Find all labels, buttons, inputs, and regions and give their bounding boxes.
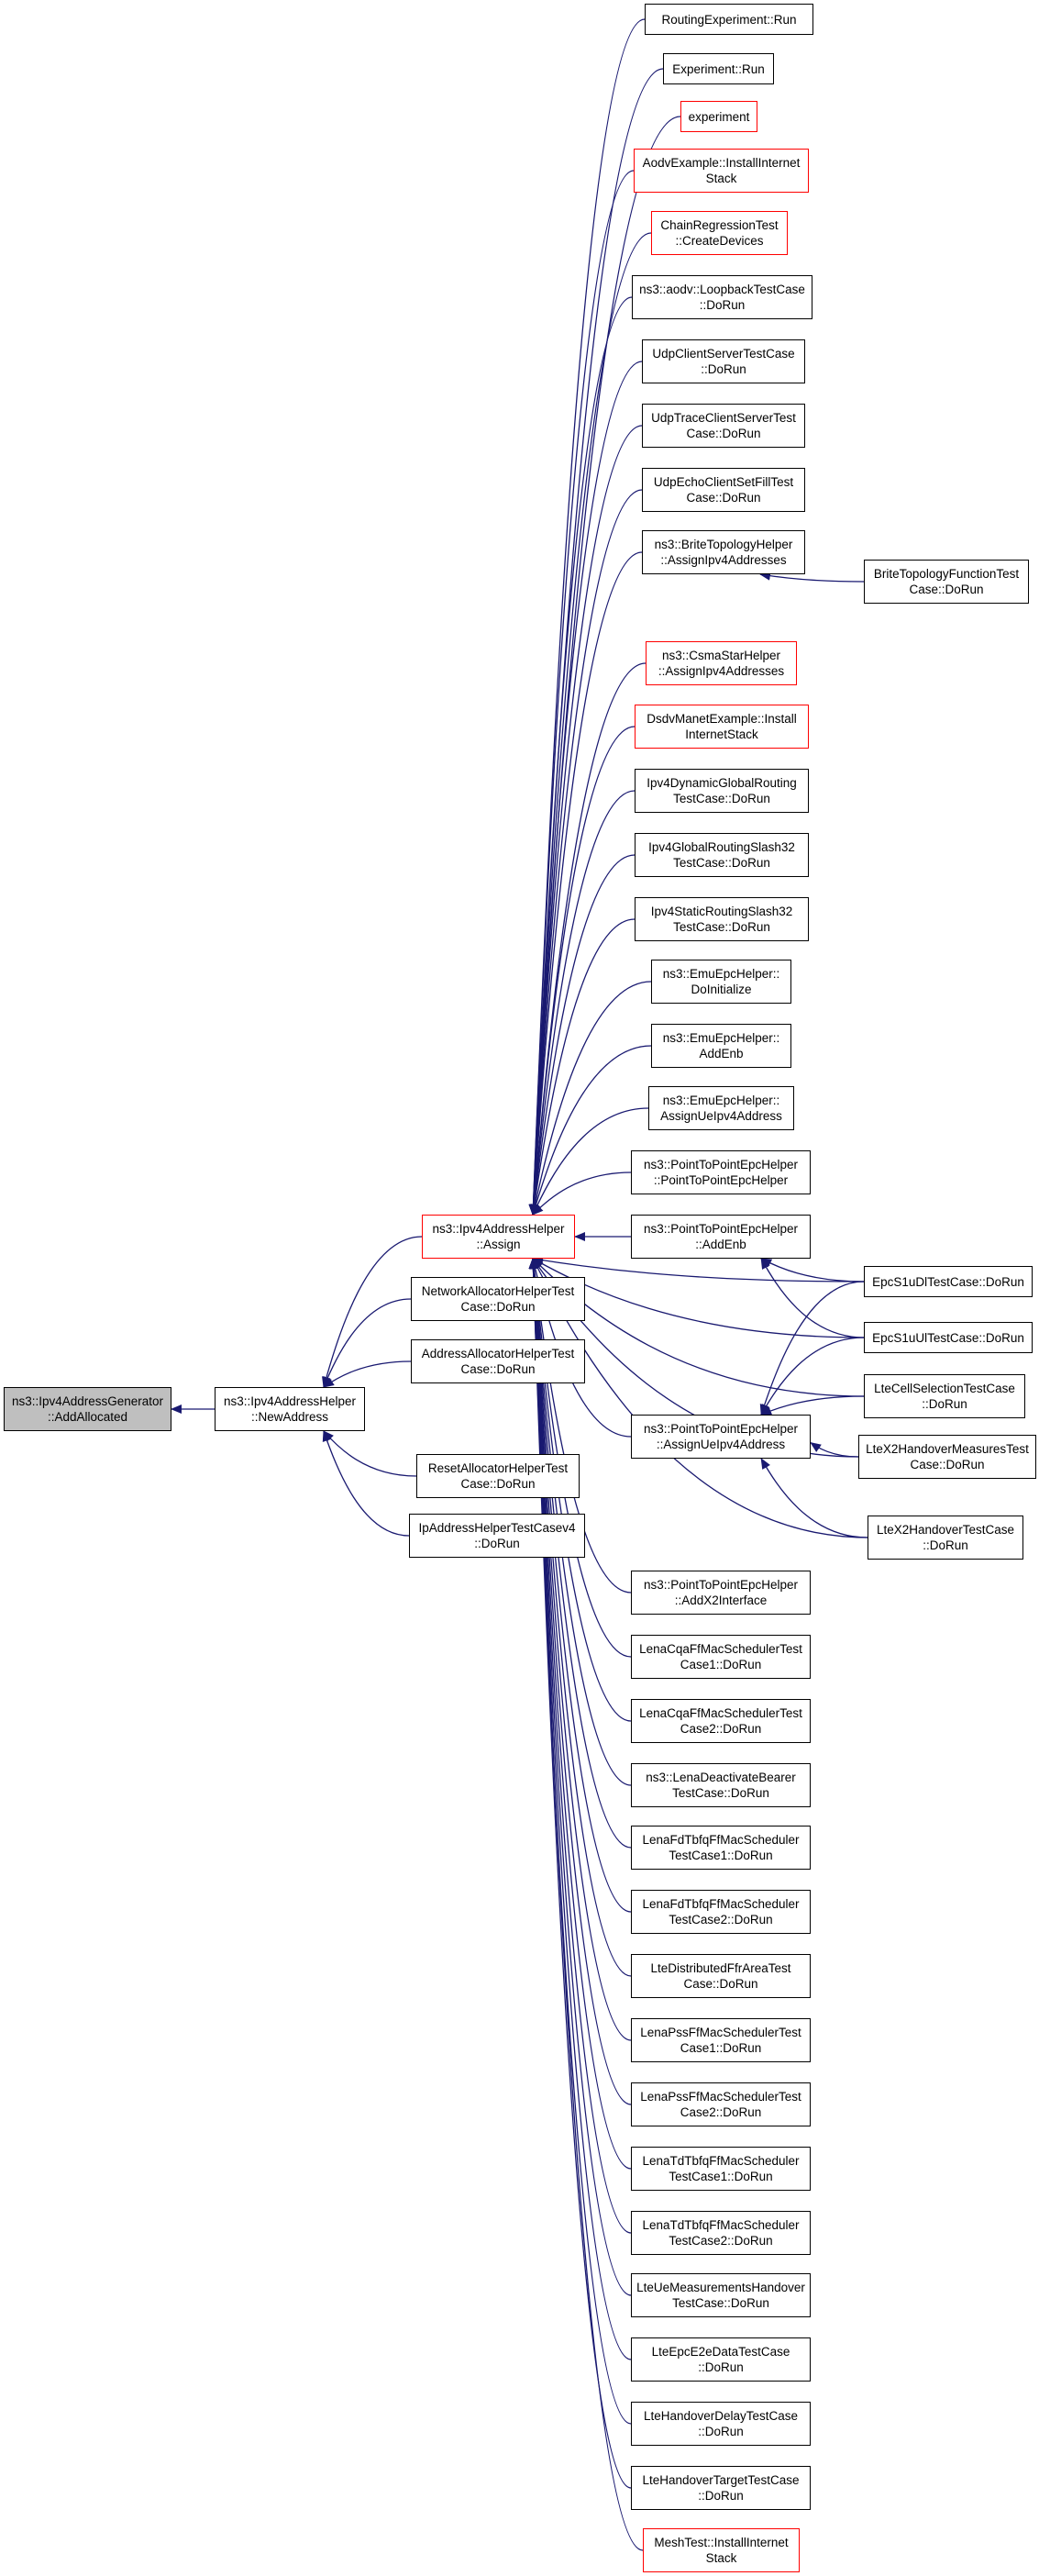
node-n14[interactable]: Ipv4GlobalRoutingSlash32 TestCase::DoRun xyxy=(635,833,809,877)
node-n26[interactable]: LenaFdTbfqFfMacScheduler TestCase1::DoRu… xyxy=(631,1826,811,1870)
node-netalloc[interactable]: NetworkAllocatorHelperTest Case::DoRun xyxy=(411,1277,585,1321)
node-n3[interactable]: experiment xyxy=(680,101,757,132)
node-n29[interactable]: LenaPssFfMacSchedulerTest Case1::DoRun xyxy=(631,2018,811,2062)
edge-n15-to-assign xyxy=(529,918,636,1216)
edge-n18-to-assign xyxy=(532,1107,649,1216)
edge-n14-to-assign xyxy=(529,854,636,1216)
edge-n9-to-assign xyxy=(528,489,643,1216)
node-r2[interactable]: EpcS1uDlTestCase::DoRun xyxy=(864,1266,1033,1297)
node-r6[interactable]: LteX2HandoverTestCase ::DoRun xyxy=(868,1516,1023,1560)
edge-r2-to-n21 xyxy=(759,1281,865,1416)
node-n33[interactable]: LteUeMeasurementsHandover TestCase::DoRu… xyxy=(631,2273,811,2317)
edge-netalloc-to-newaddr xyxy=(323,1298,412,1388)
node-resetalloc[interactable]: ResetAllocatorHelperTest Case::DoRun xyxy=(416,1454,580,1498)
node-n36[interactable]: LteHandoverTargetTestCase ::DoRun xyxy=(631,2466,811,2510)
node-n19[interactable]: ns3::PointToPointEpcHelper ::PointToPoin… xyxy=(631,1150,811,1194)
edge-n13-to-assign xyxy=(529,790,636,1216)
edge-r2-to-n20 xyxy=(760,1258,865,1282)
node-n10[interactable]: ns3::BriteTopologyHelper ::AssignIpv4Add… xyxy=(642,530,805,574)
edge-r6-to-n21 xyxy=(760,1458,868,1538)
node-r5[interactable]: LteX2HandoverMeasuresTest Case::DoRun xyxy=(858,1435,1036,1479)
edge-r3-to-assign xyxy=(532,1258,865,1338)
edge-n23-to-assign xyxy=(529,1258,632,1658)
node-assign[interactable]: ns3::Ipv4AddressHelper ::Assign xyxy=(422,1215,575,1259)
node-n25[interactable]: ns3::LenaDeactivateBearer TestCase::DoRu… xyxy=(631,1763,811,1807)
node-n37[interactable]: MeshTest::InstallInternet Stack xyxy=(643,2528,800,2572)
edge-n7-to-assign xyxy=(528,361,643,1216)
node-n9[interactable]: UdpEchoClientSetFillTest Case::DoRun xyxy=(642,468,805,512)
edge-r3-to-n21 xyxy=(760,1337,865,1416)
node-root: ns3::Ipv4AddressGenerator ::AddAllocated xyxy=(4,1387,171,1431)
node-n5[interactable]: ChainRegressionTest ::CreateDevices xyxy=(651,211,788,255)
node-n16[interactable]: ns3::EmuEpcHelper:: DoInitialize xyxy=(651,960,791,1004)
node-n24[interactable]: LenaCqaFfMacSchedulerTest Case2::DoRun xyxy=(631,1699,811,1743)
edge-addralloc-to-newaddr xyxy=(323,1360,412,1388)
node-n32[interactable]: LenaTdTbfqFfMacScheduler TestCase2::DoRu… xyxy=(631,2211,811,2255)
node-n34[interactable]: LteEpcE2eDataTestCase ::DoRun xyxy=(631,2337,811,2382)
node-addralloc[interactable]: AddressAllocatorHelperTest Case::DoRun xyxy=(411,1339,585,1383)
node-n18[interactable]: ns3::EmuEpcHelper:: AssignUeIpv4Address xyxy=(648,1086,794,1130)
node-r4[interactable]: LteCellSelectionTestCase ::DoRun xyxy=(864,1374,1025,1418)
node-n1[interactable]: RoutingExperiment::Run xyxy=(645,4,813,35)
edge-ipaddrv4-to-newaddr xyxy=(322,1430,410,1537)
node-ipaddrv4[interactable]: IpAddressHelperTestCasev4 ::DoRun xyxy=(409,1514,585,1558)
node-n23[interactable]: LenaCqaFfMacSchedulerTest Case1::DoRun xyxy=(631,1635,811,1679)
node-n11[interactable]: ns3::CsmaStarHelper ::AssignIpv4Addresse… xyxy=(646,641,797,685)
edge-n10-to-assign xyxy=(528,551,643,1216)
edge-n19-to-assign xyxy=(532,1171,632,1216)
edge-r3-to-n20 xyxy=(760,1258,865,1338)
node-n28[interactable]: LteDistributedFfrAreaTest Case::DoRun xyxy=(631,1954,811,1998)
edge-n2-to-assign xyxy=(528,68,664,1216)
node-n21[interactable]: ns3::PointToPointEpcHelper ::AssignUeIpv… xyxy=(631,1415,811,1459)
node-n2[interactable]: Experiment::Run xyxy=(663,53,774,84)
node-n27[interactable]: LenaFdTbfqFfMacScheduler TestCase2::DoRu… xyxy=(631,1890,811,1934)
node-n12[interactable]: DsdvManetExample::Install InternetStack xyxy=(635,705,809,749)
node-r3[interactable]: EpcS1uUlTestCase::DoRun xyxy=(864,1322,1033,1353)
edge-n12-to-assign xyxy=(529,726,636,1216)
edge-n4-to-assign xyxy=(528,170,635,1216)
edge-r2-to-assign xyxy=(532,1255,865,1282)
edge-n37-to-assign xyxy=(528,1258,644,2551)
node-n17[interactable]: ns3::EmuEpcHelper:: AddEnb xyxy=(651,1024,791,1068)
node-n31[interactable]: LenaTdTbfqFfMacScheduler TestCase1::DoRu… xyxy=(631,2147,811,2191)
edge-assign-to-newaddr xyxy=(322,1236,423,1388)
edge-n6-to-assign xyxy=(528,296,633,1216)
node-n30[interactable]: LenaPssFfMacSchedulerTest Case2::DoRun xyxy=(631,2082,811,2126)
node-n8[interactable]: UdpTraceClientServerTest Case::DoRun xyxy=(642,404,805,448)
node-n4[interactable]: AodvExample::InstallInternet Stack xyxy=(634,149,809,193)
edge-n5-to-assign xyxy=(528,232,652,1216)
edge-r1-to-n10 xyxy=(759,571,865,583)
node-n35[interactable]: LteHandoverDelayTestCase ::DoRun xyxy=(631,2402,811,2446)
edge-n16-to-assign xyxy=(530,981,652,1216)
node-n13[interactable]: Ipv4DynamicGlobalRouting TestCase::DoRun xyxy=(635,769,809,813)
node-n15[interactable]: Ipv4StaticRoutingSlash32 TestCase::DoRun xyxy=(635,897,809,941)
edge-n8-to-assign xyxy=(528,425,643,1216)
node-newaddr[interactable]: ns3::Ipv4AddressHelper ::NewAddress xyxy=(215,1387,365,1431)
edge-n17-to-assign xyxy=(531,1045,652,1216)
node-n22[interactable]: ns3::PointToPointEpcHelper ::AddX2Interf… xyxy=(631,1571,811,1615)
edge-resetalloc-to-newaddr xyxy=(323,1430,417,1477)
node-r1[interactable]: BriteTopologyFunctionTest Case::DoRun xyxy=(864,560,1029,604)
node-n7[interactable]: UdpClientServerTestCase ::DoRun xyxy=(642,339,805,383)
node-n20[interactable]: ns3::PointToPointEpcHelper ::AddEnb xyxy=(631,1215,811,1259)
node-n6[interactable]: ns3::aodv::LoopbackTestCase ::DoRun xyxy=(632,275,812,319)
edge-r4-to-n21 xyxy=(760,1395,865,1416)
